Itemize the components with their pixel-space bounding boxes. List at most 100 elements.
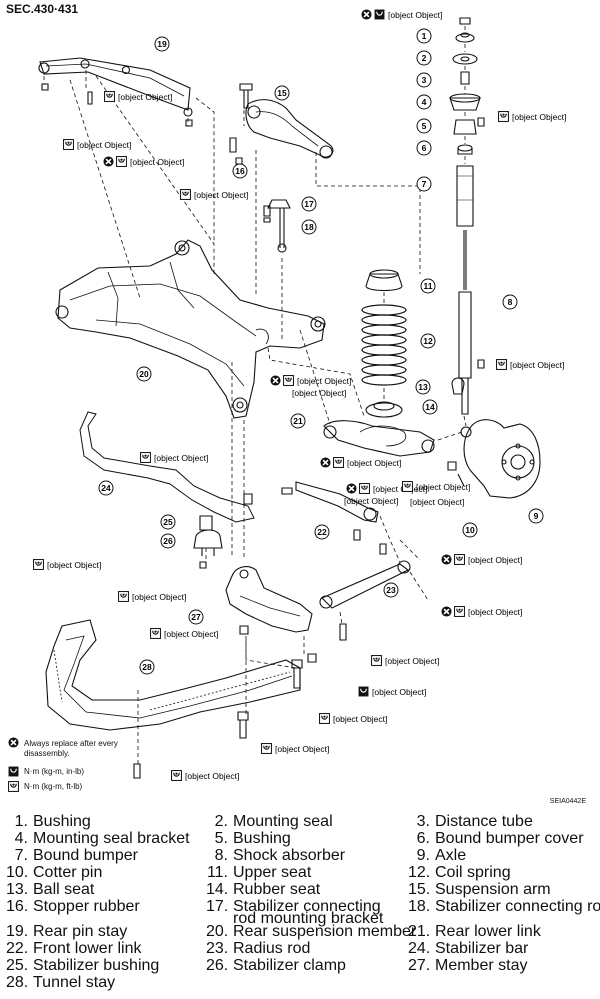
torque-label: [object Object] [261,743,329,754]
torque-wrench-icon [171,770,182,781]
part-name: Bound bumper cover [435,830,584,847]
torque-wrench-icon [496,359,507,370]
part-name: Stabilizer bar [435,940,529,957]
callout-15: 15 [274,85,290,101]
shock-absorber [458,291,472,379]
part-number: 18. [408,898,431,915]
torque-label: [object Object] [402,481,470,492]
torque-label: [object Object] [319,713,387,724]
svg-text:[object Object]: [object Object] [385,656,439,666]
part-number: 9. [416,847,430,864]
part-name: Rear lower link [435,923,541,940]
callout-22: 22 [314,524,330,540]
svg-text:2: 2 [422,53,427,63]
part-name: Bushing [233,830,291,847]
svg-text:16: 16 [235,166,245,176]
svg-text:1: 1 [422,31,427,41]
part-number: 2. [214,813,228,830]
part-name: Stabilizer clamp [233,957,346,974]
part-name: Ball seat [33,881,95,898]
part-number: 24. [408,940,431,957]
torque-wrench-icon [261,743,272,754]
part-number: 11. [206,864,228,881]
svg-text:6: 6 [422,143,427,153]
svg-text:[object Object]: [object Object] [185,771,239,781]
callout-8: 8 [502,294,518,310]
part-name: Tunnel stay [33,974,116,991]
part-name: Mounting seal bracket [33,830,190,847]
torque-wrench-icon [402,481,413,492]
part-name: Stopper rubber [33,898,140,915]
callout-13: 13 [415,379,431,395]
torque-wrench-icon [374,9,385,20]
svg-text:13: 13 [418,382,428,392]
torque-label: [object Object] [441,554,522,565]
torque-label: [object Object] [171,770,239,781]
svg-text:[object Object]: [object Object] [510,360,564,370]
svg-text:18: 18 [304,222,314,232]
torque-label: [object Object] [103,156,184,167]
callout-19: 19 [154,36,170,52]
svg-text:[object Object]: [object Object] [410,497,464,507]
part-name: Distance tube [435,813,533,830]
svg-text:27: 27 [191,612,201,622]
torque-label: [object Object] [180,189,248,200]
part-number: 27. [408,957,431,974]
torque-label: [object Object] [358,686,426,697]
svg-text:10: 10 [465,525,475,535]
callout-25: 25 [160,514,176,530]
part-number: 25. [6,957,29,974]
svg-text:20: 20 [139,369,149,379]
part-number: 15. [408,881,431,898]
svg-text:12: 12 [423,336,433,346]
part-name: Stabilizer bushing [33,957,160,974]
svg-text:[object Object]: [object Object] [118,92,172,102]
torque-label: [object Object] [344,496,398,506]
torque-label: [object Object] [361,9,442,20]
rear-suspension-member [57,239,325,419]
svg-text:[object Object]: [object Object] [297,376,351,386]
front-lower-link [295,481,379,523]
svg-text:4: 4 [422,97,427,107]
part-name: Bound bumper [33,847,138,864]
part-name: Rear suspension member [233,923,417,940]
axle-knuckle [463,419,541,499]
torque-label: [object Object] [441,606,522,617]
section-label: SEC.430·431 [6,2,79,16]
torque-label: [object Object] [140,452,208,463]
callout-9: 9 [528,508,544,524]
part-number: 21. [408,923,431,940]
svg-text:15: 15 [277,88,287,98]
svg-text:[object Object]: [object Object] [47,560,101,570]
part-name: Radius rod [233,940,311,957]
part-name: Stabilizer connecting rod mounting brack… [233,898,384,927]
part-name: Bushing [33,813,91,830]
svg-text:17: 17 [304,199,314,209]
torque-wrench-icon [371,655,382,666]
svg-text:19: 19 [157,39,167,49]
torque-label: [object Object] [118,591,186,602]
callout-5: 5 [416,118,432,134]
svg-text:[object Object]: [object Object] [372,687,426,697]
callout-10: 10 [462,522,478,538]
svg-text:28: 28 [142,662,152,672]
callout-17: 17 [301,196,317,212]
torque-wrench-icon [104,91,115,102]
part-name: Rubber seat [233,881,321,898]
part-name: Axle [435,847,467,864]
part-number: 20. [206,923,229,940]
rear-pin-stay [39,57,191,111]
part-number: 4. [14,830,28,847]
exploded-diagram: 1234567891011121314151617181920212223242… [8,9,566,792]
part-name: Suspension arm [435,881,551,898]
torque-label: [object Object] [496,359,564,370]
svg-text:[object Object]: [object Object] [468,555,522,565]
part-name: Mounting seal [233,813,333,830]
svg-text:[object Object]: [object Object] [275,744,329,754]
part-name: Stabilizer connecting rod [435,898,600,915]
torque-label: [object Object] [292,388,346,398]
svg-text:25: 25 [163,517,173,527]
svg-text:[object Object]: [object Object] [388,10,442,20]
part-number: 13. [6,881,29,898]
bound-bumper [456,165,474,227]
